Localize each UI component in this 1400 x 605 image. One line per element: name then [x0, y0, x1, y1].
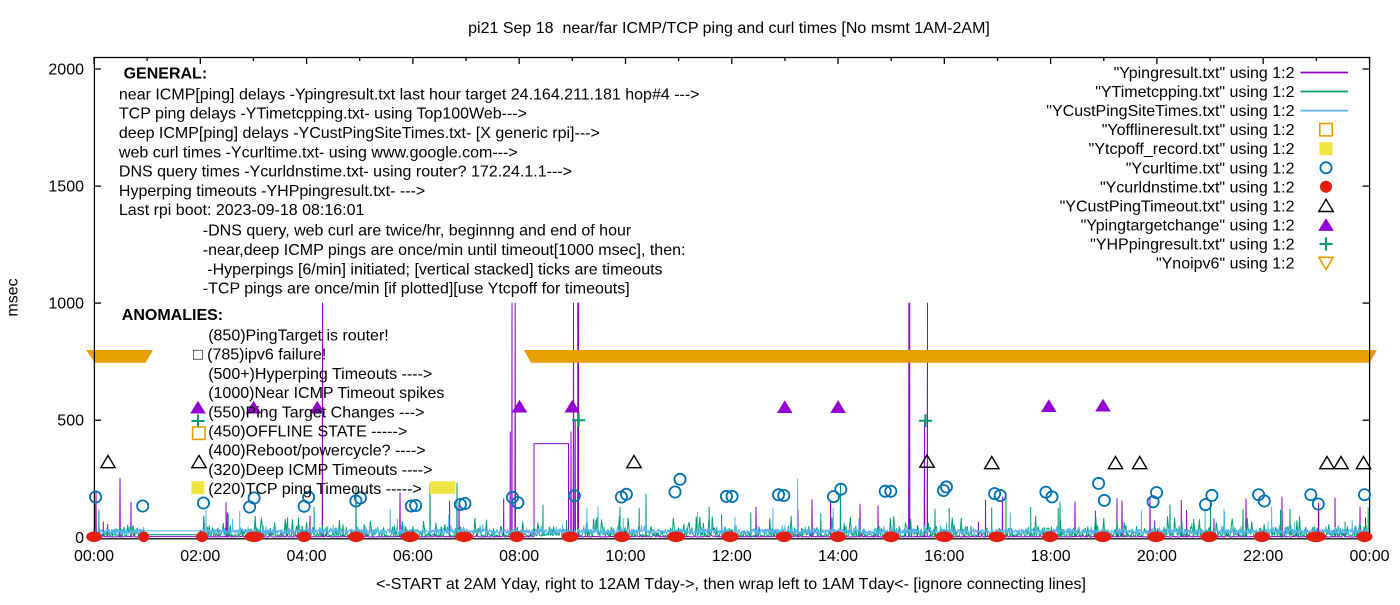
svg-text:(400)Reboot/powercycle? ---->: (400)Reboot/powercycle? ---->	[208, 443, 425, 460]
svg-text:DNS query times -Ycurldnstime.: DNS query times -Ycurldnstime.txt- using…	[119, 164, 572, 181]
svg-text:-DNS query, web curl are twice: -DNS query, web curl are twice/hr, begin…	[203, 223, 632, 240]
svg-text:"Ynoipv6" using 1:2: "Ynoipv6" using 1:2	[1156, 256, 1295, 273]
svg-text:"YHPpingresult.txt" using 1:2: "YHPpingresult.txt" using 1:2	[1090, 236, 1294, 253]
svg-text:GENERAL:: GENERAL:	[124, 66, 208, 83]
svg-text:-TCP pings are once/min [if pl: -TCP pings are once/min [if plotted][use…	[203, 281, 630, 298]
svg-text:-near,deep ICMP pings are once: -near,deep ICMP pings are once/min until…	[203, 242, 686, 259]
svg-text:18:00: 18:00	[1031, 548, 1071, 565]
svg-text:2000: 2000	[48, 62, 84, 79]
svg-text:"YCustPingSiteTimes.txt" using: "YCustPingSiteTimes.txt" using 1:2	[1046, 103, 1294, 120]
svg-text:00:00: 00:00	[1349, 548, 1389, 565]
svg-text:500: 500	[57, 413, 84, 430]
svg-text:(1000)Near ICMP Timeout spikes: (1000)Near ICMP Timeout spikes	[208, 385, 444, 402]
svg-text:00:00: 00:00	[74, 548, 114, 565]
svg-text:10:00: 10:00	[605, 548, 645, 565]
svg-text:02:00: 02:00	[180, 548, 220, 565]
svg-text:near ICMP[ping] delays -Ypingr: near ICMP[ping] delays -Ypingresult.txt …	[119, 86, 700, 103]
svg-text:-Hyperpings [6/min] initiated;: -Hyperpings [6/min] initiated; [vertical…	[203, 261, 663, 278]
svg-text:(850)PingTarget is router!: (850)PingTarget is router!	[208, 328, 389, 345]
svg-text:16:00: 16:00	[924, 548, 964, 565]
svg-text:□ (785)ipv6 failure!: □ (785)ipv6 failure!	[193, 347, 326, 364]
svg-text:"YCustPingTimeout.txt" using 1: "YCustPingTimeout.txt" using 1:2	[1060, 198, 1295, 215]
svg-text:"YTimetcpping.txt" using 1:2: "YTimetcpping.txt" using 1:2	[1095, 84, 1294, 101]
svg-text:14:00: 14:00	[818, 548, 858, 565]
svg-text:"Ycurltime.txt" using 1:2: "Ycurltime.txt" using 1:2	[1126, 160, 1295, 177]
svg-text:1000: 1000	[48, 296, 84, 313]
svg-text:web curl times -Ycurltime.txt-: web curl times -Ycurltime.txt- using www…	[118, 144, 518, 161]
svg-text:"Ycurldnstime.txt" using 1:2: "Ycurldnstime.txt" using 1:2	[1100, 179, 1295, 196]
svg-text:08:00: 08:00	[499, 548, 539, 565]
svg-text:msec: msec	[5, 278, 22, 316]
svg-text:"Ypingresult.txt" using 1:2: "Ypingresult.txt" using 1:2	[1114, 65, 1295, 82]
svg-text:pi21 Sep 18 near/far ICMP/TCP: pi21 Sep 18 near/far ICMP/TCP ping and c…	[468, 20, 990, 37]
svg-text:"Yofflineresult.txt" using 1:2: "Yofflineresult.txt" using 1:2	[1102, 122, 1295, 139]
svg-text:06:00: 06:00	[393, 548, 433, 565]
svg-text:(450)OFFLINE STATE ----->: (450)OFFLINE STATE ----->	[208, 424, 407, 441]
svg-text:0: 0	[75, 530, 84, 547]
svg-text:22:00: 22:00	[1243, 548, 1283, 565]
svg-text:20:00: 20:00	[1137, 548, 1177, 565]
svg-text:04:00: 04:00	[287, 548, 327, 565]
svg-text:Hyperping timeouts -YHPpingres: Hyperping timeouts -YHPpingresult.txt- -…	[119, 183, 425, 200]
svg-text:(220)TCP ping Timeouts ----->: (220)TCP ping Timeouts ----->	[208, 481, 422, 498]
svg-text:(500+)Hyperping Timeouts ---->: (500+)Hyperping Timeouts ---->	[208, 366, 432, 383]
svg-text:12:00: 12:00	[712, 548, 752, 565]
svg-text:ANOMALIES:: ANOMALIES:	[122, 307, 223, 324]
svg-text:"Ytcpoff_record.txt" using 1:2: "Ytcpoff_record.txt" using 1:2	[1089, 141, 1295, 158]
svg-text:1500: 1500	[48, 179, 84, 196]
svg-text:(550)Ping Target Changes --->: (550)Ping Target Changes --->	[208, 404, 424, 421]
svg-text:<-START at 2AM Yday, right to: <-START at 2AM Yday, right to 12AM Tday-…	[376, 576, 1086, 593]
svg-text:(320)Deep ICMP Timeouts ---->: (320)Deep ICMP Timeouts ---->	[208, 462, 432, 479]
svg-text:TCP ping delays -YTimetcpping.: TCP ping delays -YTimetcpping.txt- using…	[119, 106, 527, 123]
svg-text:"Ypingtargetchange" using 1:2: "Ypingtargetchange" using 1:2	[1081, 217, 1295, 234]
svg-text:Last rpi boot: 2023-09-18 08:1: Last rpi boot: 2023-09-18 08:16:01	[119, 202, 365, 219]
svg-text:deep ICMP[ping] delays -YCustP: deep ICMP[ping] delays -YCustPingSiteTim…	[119, 125, 600, 142]
